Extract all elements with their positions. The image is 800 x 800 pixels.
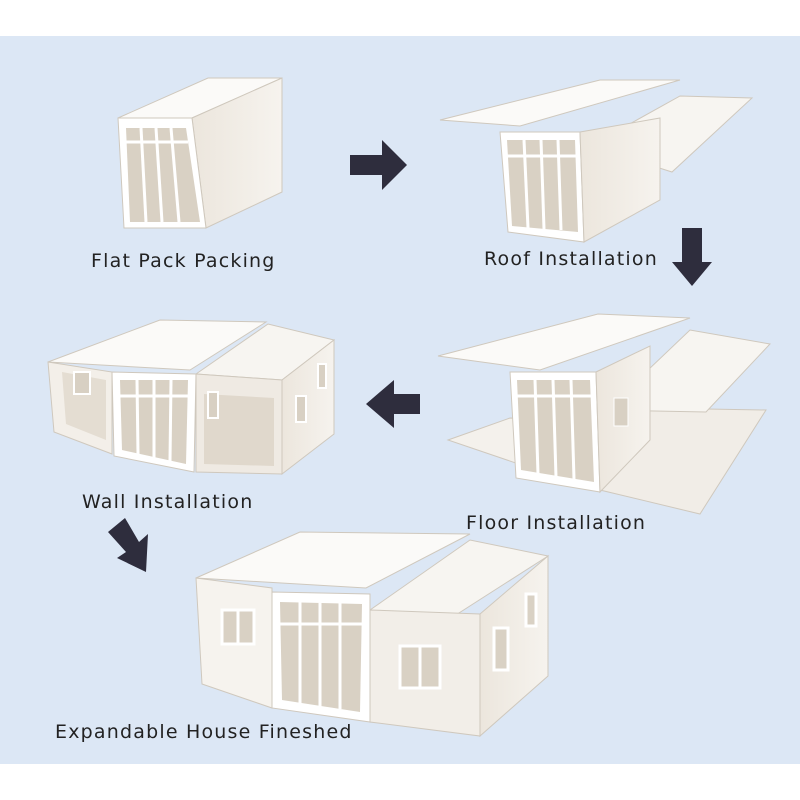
step-label-finished: Expandable House Fineshed bbox=[55, 721, 353, 743]
step-label-flat-pack: Flat Pack Packing bbox=[91, 250, 276, 272]
arrow-left-icon bbox=[366, 380, 420, 428]
arrow-down-left-icon bbox=[108, 518, 148, 572]
flat-pack-image bbox=[117, 77, 283, 229]
floor-installation-image bbox=[437, 313, 771, 515]
step-label-wall: Wall Installation bbox=[82, 491, 254, 513]
step-label-floor: Floor Installation bbox=[466, 512, 647, 534]
wall-installation-image bbox=[47, 319, 336, 476]
arrow-right-icon bbox=[350, 140, 407, 190]
step-label-roof: Roof Installation bbox=[484, 248, 658, 270]
arrow-down-icon bbox=[672, 228, 712, 286]
finished-house-image bbox=[195, 531, 550, 738]
roof-installation-image bbox=[439, 79, 754, 243]
